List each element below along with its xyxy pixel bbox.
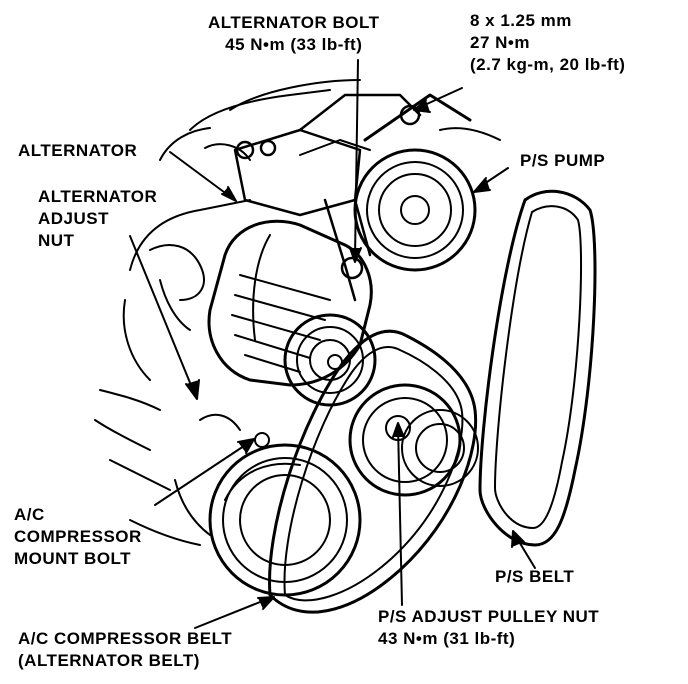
bolt-spec-label: 8 x 1.25 mm 27 N•m (2.7 kg-m, 20 lb-ft) [470,10,625,76]
ps-pump-label-text: P/S PUMP [520,151,606,170]
ac-belt-alt-name: (ALTERNATOR BELT) [18,651,200,670]
alternator-adjust-nut-label: ALTERNATOR ADJUST NUT [38,186,157,252]
bolt-spec-torque-alt: (2.7 kg-m, 20 lb-ft) [470,55,626,74]
bolt-spec-size: 8 x 1.25 mm [470,11,572,30]
ac-compressor-belt-label: A/C COMPRESSOR BELT (ALTERNATOR BELT) [18,628,232,672]
alternator-body [207,219,373,387]
alternator-label-text: ALTERNATOR [18,141,138,160]
bolt-spec-torque: 27 N•m [470,33,530,52]
engine-block-sketch [94,79,501,546]
ac-mount-bolt-line2: COMPRESSOR [14,527,142,546]
alternator-bracket [233,93,422,302]
ac-mount-bolt-line1: A/C [14,505,45,524]
ps-pump-label: P/S PUMP [520,150,605,172]
alternator-bolt-torque: 45 N•m (33 lb-ft) [225,35,363,54]
alternator-bolt-label: ALTERNATOR BOLT 45 N•m (33 lb-ft) [208,12,380,56]
alternator-adjust-nut-line3: NUT [38,231,75,250]
alternator-label: ALTERNATOR [18,140,137,162]
ps-belt [478,189,597,547]
ps-adjust-nut-torque: 43 N•m (31 lb-ft) [378,629,516,648]
alternator-adjust-nut-line2: ADJUST [38,209,110,228]
alternator-adjust-nut-line1: ALTERNATOR [38,187,158,206]
ps-adjust-nut-title: P/S ADJUST PULLEY NUT [378,607,600,626]
leader-lines [129,59,536,629]
ps-belt-label-text: P/S BELT [495,567,575,586]
alternator-bolt-title: ALTERNATOR BOLT [208,13,380,32]
ac-belt-title: A/C COMPRESSOR BELT [18,629,233,648]
ac-mount-bolt-line3: MOUNT BOLT [14,549,132,568]
ac-compressor-mount-bolt-label: A/C COMPRESSOR MOUNT BOLT [14,504,142,570]
ps-belt-label: P/S BELT [495,566,574,588]
ps-adjust-pulley-nut-label: P/S ADJUST PULLEY NUT 43 N•m (31 lb-ft) [378,606,599,650]
ac-compressor-belt [268,329,478,614]
